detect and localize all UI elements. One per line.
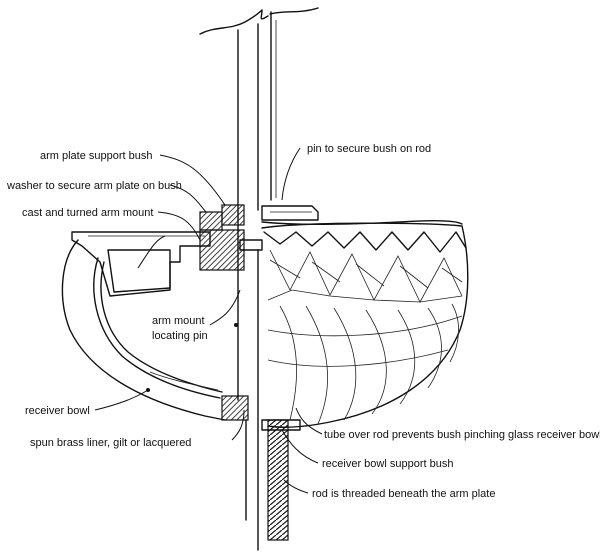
label-receiver-bowl-support-bush: receiver bowl support bush (322, 458, 453, 470)
label-arm-mount: arm mount (152, 315, 205, 327)
leader-lines (94, 147, 323, 494)
arm-plate (261, 205, 463, 226)
label-washer: washer to secure arm plate on bush (6, 180, 182, 192)
label-cast-turned-arm-mount: cast and turned arm mount (22, 207, 153, 219)
label-receiver-bowl: receiver bowl (25, 405, 90, 417)
glass-receiver-bowl (261, 222, 469, 428)
threaded-rod-section (245, 419, 289, 541)
receiver-bowl-arm (61, 239, 249, 421)
label-arm-plate-support-bush: arm plate support bush (40, 150, 153, 162)
label-rod-threaded: rod is threaded beneath the arm plate (312, 488, 495, 500)
annotation-labels: arm plate support bush washer to secure … (6, 143, 600, 500)
rod-break-mark (199, 7, 319, 35)
receiver-bowl-support-bush (261, 419, 301, 431)
label-spun-brass-liner: spun brass liner, gilt or lacquered (30, 437, 191, 449)
label-locating-pin: locating pin (152, 330, 208, 342)
label-tube-over-rod: tube over rod prevents bush pinching gla… (324, 429, 600, 441)
cast-arm-mount (71, 229, 263, 297)
label-pin-secure-bush: pin to secure bush on rod (307, 143, 431, 155)
